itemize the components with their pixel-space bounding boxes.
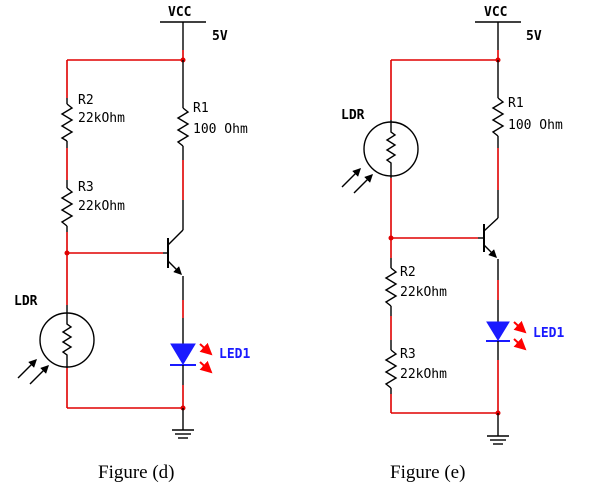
ldr-label-e: LDR: [341, 108, 365, 123]
r3-name-e: R3: [400, 347, 416, 362]
vcc-symbol-d: VCC 5V: [160, 5, 228, 50]
r2-name-d: R2: [78, 93, 94, 108]
transistor-d: [163, 229, 184, 300]
r3-value-e: 22kOhm: [400, 367, 447, 382]
resistor-r1-d: R1 100 Ohm: [176, 60, 248, 160]
vcc-symbol-e: VCC 5V: [475, 5, 542, 50]
led-label-e: LED1: [533, 326, 564, 341]
r3-name-d: R3: [78, 180, 94, 195]
r1-name-e: R1: [508, 96, 524, 111]
resistor-r2-e: R2 22kOhm: [384, 258, 447, 316]
r2-value-e: 22kOhm: [400, 285, 447, 300]
vcc-value-e: 5V: [526, 29, 542, 44]
resistor-r3-d: R3 22kOhm: [60, 180, 125, 232]
resistor-r1-e: R1 100 Ohm: [491, 60, 563, 148]
ground-symbol-d: [172, 408, 194, 439]
r2-value-d: 22kOhm: [78, 111, 125, 126]
caption-d: Figure (d): [98, 462, 175, 483]
resistor-r2-d: R2 22kOhm: [60, 93, 125, 148]
ldr-e: LDR: [341, 108, 419, 194]
ldr-label-d: LDR: [14, 294, 38, 309]
r1-value-e: 100 Ohm: [508, 118, 563, 133]
resistor-r3-e: R3 22kOhm: [384, 340, 447, 394]
vcc-label-e: VCC: [484, 5, 507, 20]
figure-d-circuit: VCC 5V R2 22kOhm R3 22kOhm: [14, 5, 250, 439]
vcc-value-d: 5V: [212, 29, 228, 44]
r3-value-d: 22kOhm: [78, 199, 125, 214]
r1-name-d: R1: [193, 101, 209, 116]
led1-d: LED1: [170, 318, 250, 385]
ground-symbol-e: [487, 413, 509, 445]
led1-e: LED1: [486, 300, 564, 360]
vcc-label-d: VCC: [168, 5, 191, 20]
caption-e: Figure (e): [390, 462, 465, 483]
r2-name-e: R2: [400, 265, 416, 280]
led-label-d: LED1: [219, 347, 250, 362]
figure-e-circuit: VCC 5V LDR R2 22kOhm: [341, 5, 564, 445]
ldr-d: LDR: [14, 294, 95, 385]
r1-value-d: 100 Ohm: [193, 122, 248, 137]
transistor-e: [478, 217, 499, 280]
